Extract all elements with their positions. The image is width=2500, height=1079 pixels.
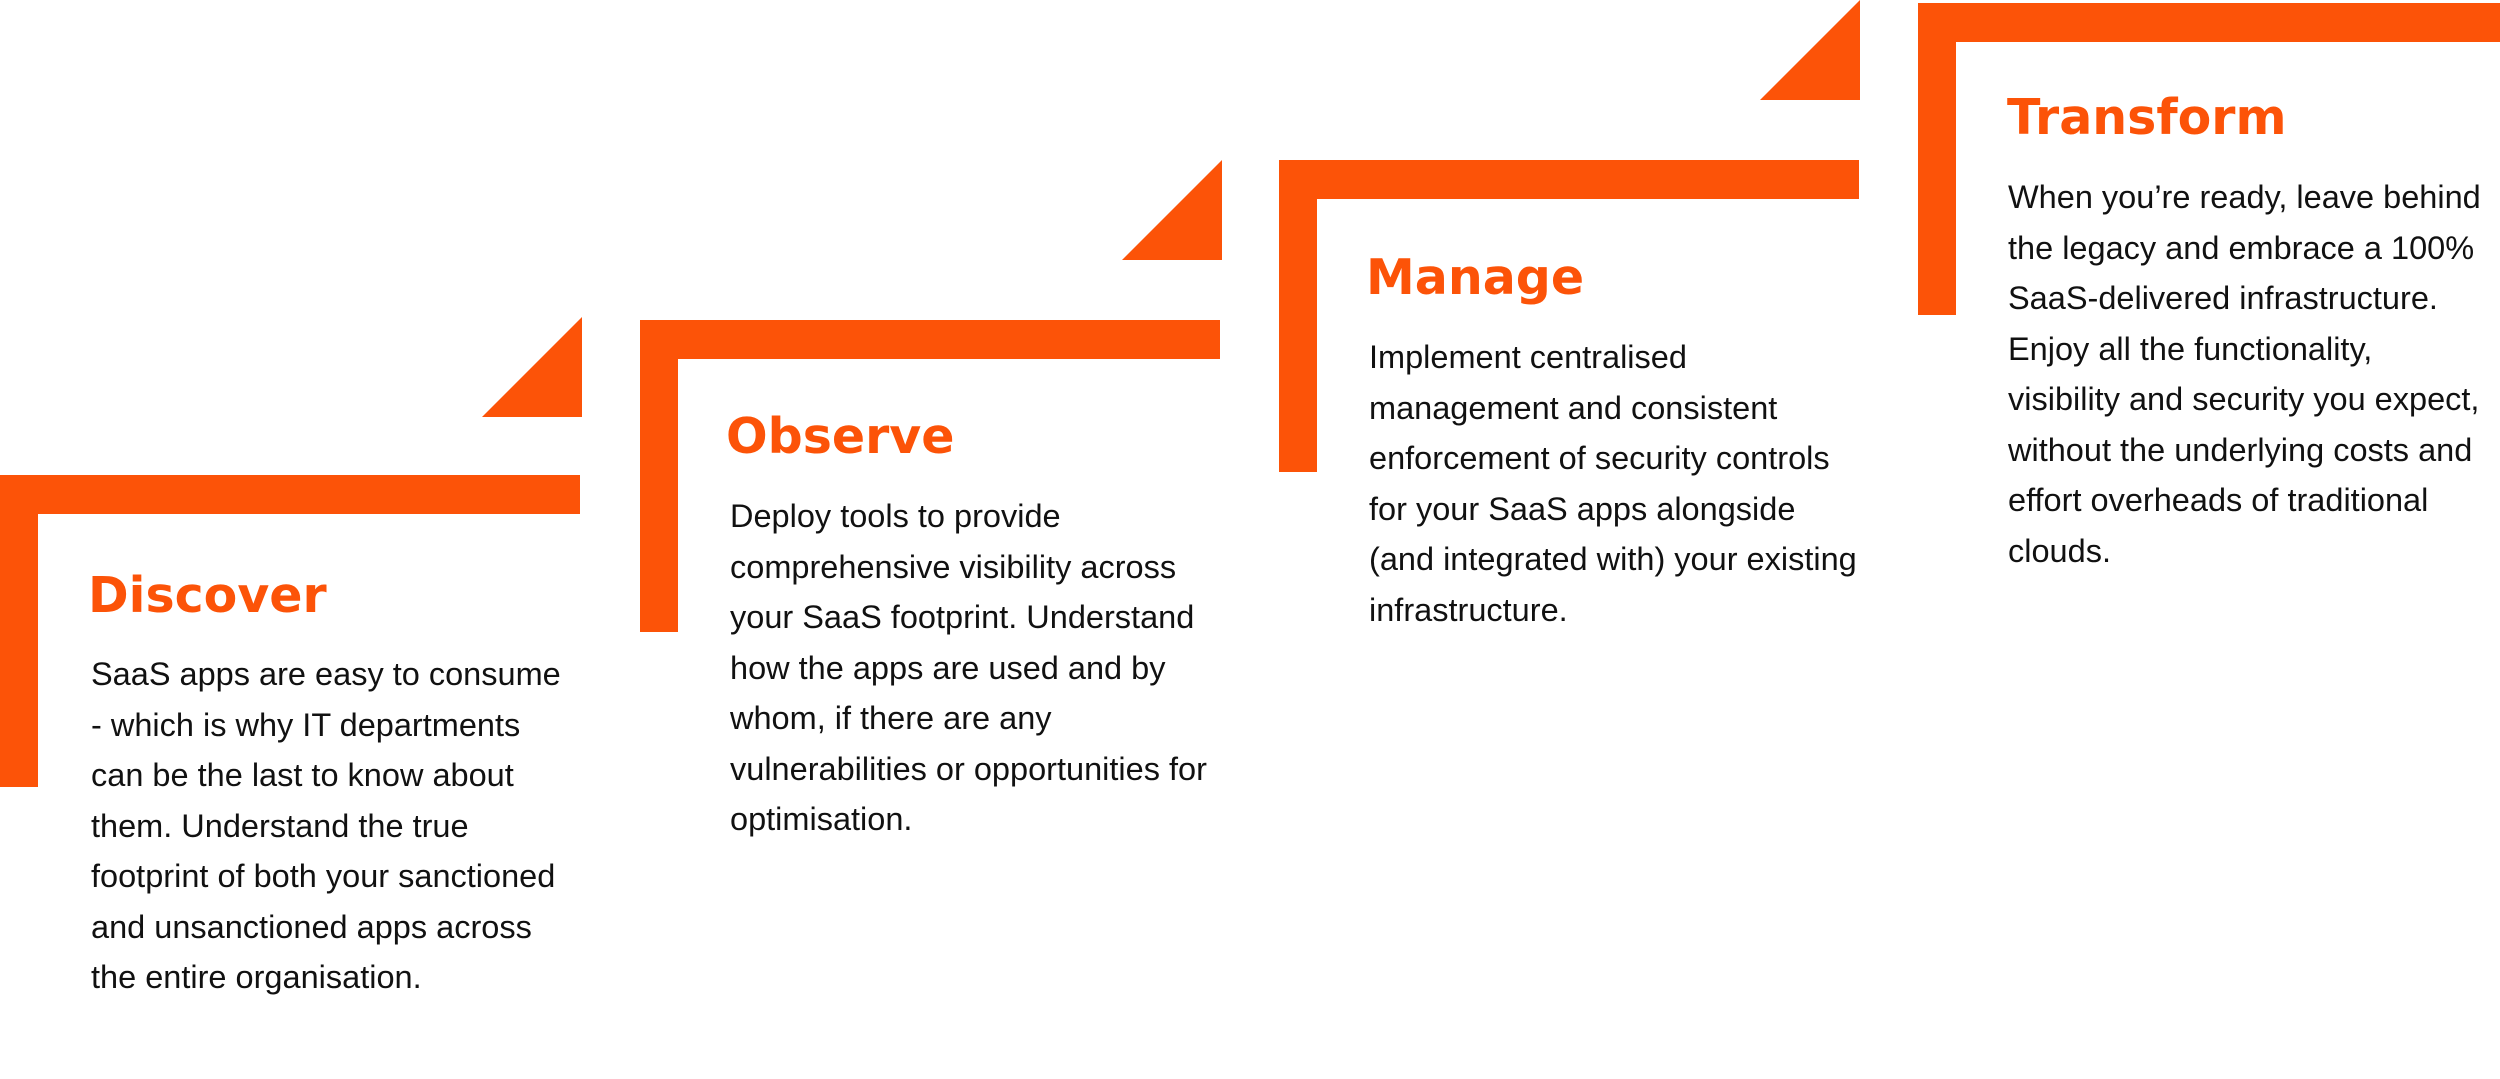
observe-bracket-top-bar — [640, 320, 1220, 359]
transform-bracket-left-bar — [1918, 3, 1956, 315]
transform-description: When you’re ready, leave behind the lega… — [2008, 179, 2481, 569]
transform-title: Transform — [2007, 89, 2287, 146]
observe-step-arrow-corner — [1122, 160, 1222, 260]
discover-bracket-left-bar — [0, 475, 38, 787]
manage-description: Implement centralised management and con… — [1369, 339, 1857, 628]
discover-description: SaaS apps are easy to consume - which is… — [91, 656, 561, 995]
observe-bracket-left-bar — [640, 320, 678, 632]
observe-description: Deploy tools to provide comprehensive vi… — [730, 498, 1207, 837]
discover-step-arrow-corner — [482, 317, 582, 417]
manage-step-arrow-corner — [1760, 0, 1860, 100]
observe-title: Observe — [726, 408, 955, 465]
manage-title: Manage — [1366, 249, 1585, 306]
discover-bracket-top-bar — [0, 475, 580, 514]
transform-bracket-top-bar — [1918, 3, 2500, 42]
manage-bracket-left-bar — [1279, 160, 1317, 472]
discover-title: Discover — [88, 567, 327, 624]
manage-bracket-top-bar — [1279, 160, 1859, 199]
